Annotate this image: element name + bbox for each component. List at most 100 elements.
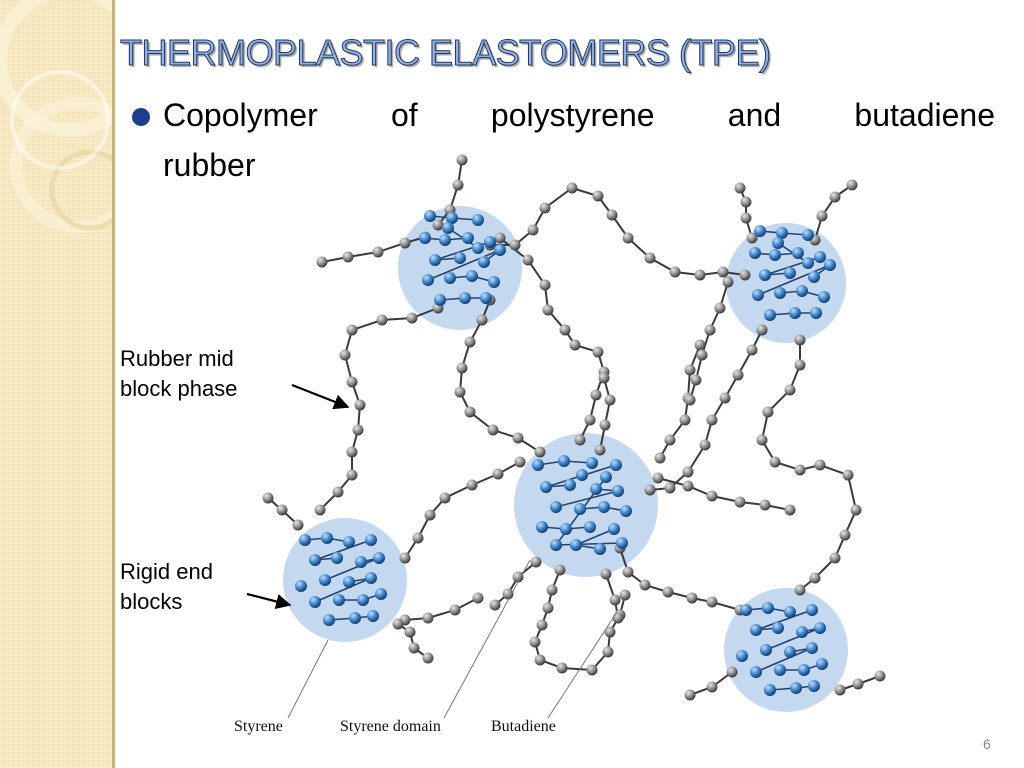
styrene-bead [422, 274, 434, 286]
butadiene-bead [682, 480, 694, 492]
butadiene-bead [794, 584, 806, 596]
butadiene-bead [534, 446, 546, 458]
styrene-bead [810, 307, 822, 319]
butadiene-bead [759, 499, 771, 511]
butadiene-bead [342, 251, 354, 263]
styrene-bead [462, 232, 474, 244]
styrene-bead [365, 572, 377, 584]
butadiene-bead [556, 662, 568, 674]
butadiene-bead [339, 349, 351, 361]
styrene-domain [398, 206, 522, 330]
styrene-bead [586, 457, 598, 469]
styrene-bead [550, 539, 562, 551]
bond [555, 490, 619, 508]
styrene-bead [355, 556, 367, 568]
butadiene-bead [536, 619, 548, 631]
styrene-bead [772, 237, 784, 249]
butadiene-bead [664, 482, 676, 494]
butadiene-bead [494, 232, 506, 244]
bond [404, 597, 479, 621]
styrene-bead [429, 254, 441, 266]
styrene-bead [494, 244, 506, 256]
butadiene-bead [669, 266, 681, 278]
butadiene-bead [404, 626, 416, 638]
butadiene-bead [644, 484, 656, 496]
butadiene-bead [732, 369, 744, 381]
butadiene-bead [664, 434, 676, 446]
styrene-bead [824, 259, 836, 271]
butadiene-bead [512, 571, 524, 583]
butadiene-bead [809, 572, 821, 584]
butadiene-bead [372, 246, 384, 258]
styrene-bead [784, 646, 796, 658]
butadiene-bead [829, 552, 841, 564]
butadiene-bead [852, 678, 864, 690]
butadiene-bead [346, 446, 358, 458]
butadiene-bead [292, 519, 304, 531]
butadiene-bead [592, 190, 604, 202]
butadiene-bead [850, 504, 862, 516]
butadiene-bead [454, 386, 466, 398]
butadiene-bead [569, 339, 581, 351]
butadiene-bead [834, 684, 846, 696]
butadiene-bead [734, 182, 746, 194]
styrene-bead [749, 247, 761, 259]
butadiene-bead [574, 434, 586, 446]
butadiene-bead [406, 312, 418, 324]
butadiene-bead [424, 509, 436, 521]
butadiene-bead [422, 652, 434, 664]
styrene-bead [466, 270, 478, 282]
styrene-bead [574, 503, 586, 515]
styrene-bead [472, 242, 484, 254]
butadiene-chains [262, 154, 886, 701]
butadiene-bead [746, 232, 758, 244]
butadiene-bead [644, 252, 656, 264]
butadiene-bead [686, 592, 698, 604]
butadiene-bead [584, 414, 596, 426]
styrene-bead [784, 267, 796, 279]
styrene-bead [434, 294, 446, 306]
butadiene-bead [554, 564, 566, 576]
butadiene-bead [522, 254, 534, 266]
butadiene-bead [684, 364, 696, 376]
butadiene-bead [316, 256, 328, 268]
butadiene-bead [696, 349, 708, 361]
styrene-bead [439, 234, 451, 246]
butadiene-bead [432, 219, 444, 231]
butadiene-bead [839, 529, 851, 541]
styrene-bead [608, 523, 620, 535]
butadiene-bead [472, 592, 484, 604]
butadiene-bead [684, 394, 696, 406]
butadiene-bead [662, 586, 674, 598]
bond [397, 623, 429, 659]
butadiene-bead [530, 556, 542, 568]
butadiene-bead [376, 314, 388, 326]
styrene-bead [459, 292, 471, 304]
styrene-bead [772, 622, 784, 634]
butadiene-bead [542, 602, 554, 614]
butadiene-bead [602, 646, 614, 658]
rubber-label-line-1: Rubber mid [120, 346, 234, 371]
styrene-bead [375, 588, 387, 600]
bond [555, 542, 623, 546]
butadiene-bead [539, 202, 551, 214]
butadiene-bead [422, 612, 434, 624]
butadiene-bead [717, 266, 729, 278]
butadiene-bead [719, 392, 731, 404]
arrow-rigid [246, 592, 292, 610]
styrene-bead [424, 210, 436, 222]
butadiene-bead [694, 339, 706, 351]
rigid-end-blocks-label: Rigid end blocks [120, 557, 213, 617]
butadiene-bead [679, 414, 691, 426]
bond [814, 184, 853, 241]
rubber-mid-block-label: Rubber mid block phase [120, 344, 237, 404]
styrene-bead [759, 269, 771, 281]
butadiene-bead [722, 276, 734, 288]
bullet-text-line-1: Copolymer of polystyrene and butadiene [163, 97, 995, 133]
butadiene-bead [527, 224, 539, 236]
styrene-bead [540, 481, 552, 493]
bullet-text-line-2: rubber [163, 147, 256, 183]
butadiene-bead [690, 374, 702, 386]
styrene-bead [818, 291, 830, 303]
